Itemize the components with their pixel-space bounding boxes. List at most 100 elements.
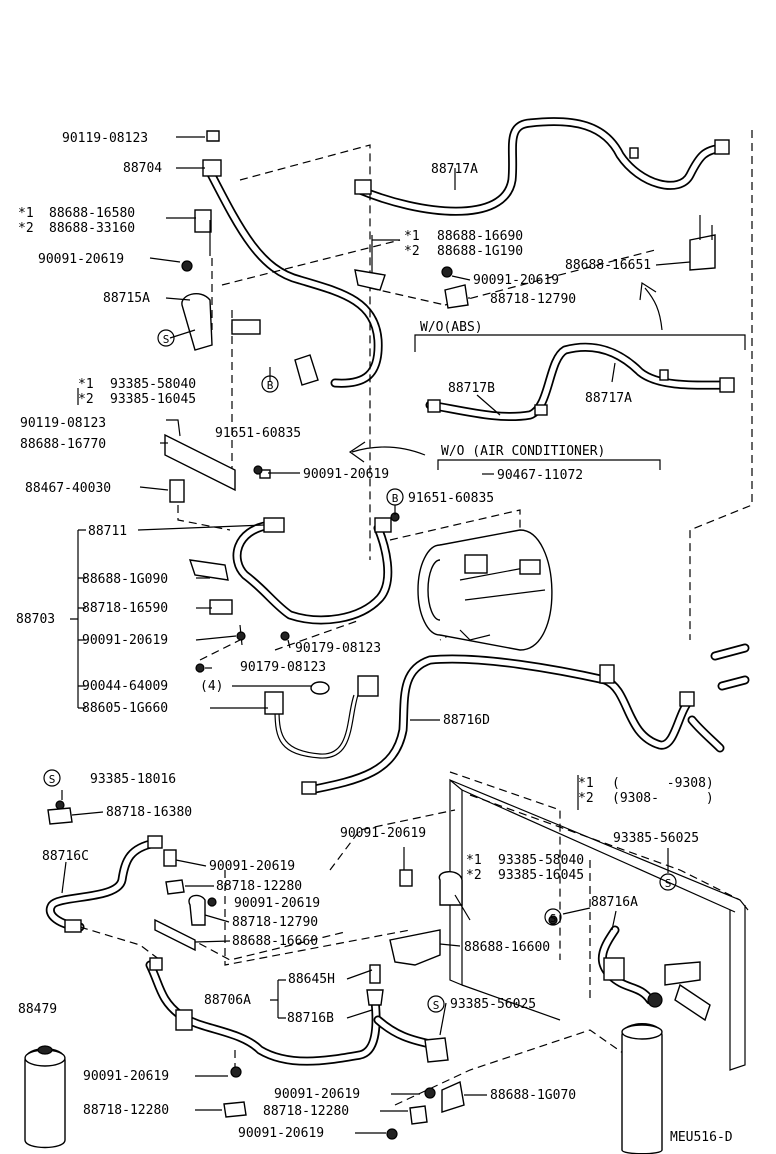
label-90044-qty: (4) [200, 679, 223, 694]
hose-88711 [232, 520, 393, 625]
label-93385-56025-a: 93385-56025 [613, 831, 699, 846]
label-88688-16600: 88688-16600 [464, 940, 550, 955]
label-88716c: 88716C [42, 849, 89, 864]
label-88688-16580: 88688-16580 [49, 206, 135, 221]
label-star1-b: *1 [78, 377, 94, 392]
abs-frame [414, 334, 746, 352]
label-88717a-top: 88717A [431, 162, 478, 177]
mark-s-5: S [433, 999, 440, 1012]
label-88716d: 88716D [443, 713, 490, 728]
arrows [348, 281, 663, 463]
label-star1-d: *1 [466, 853, 482, 868]
label-88467-40030: 88467-40030 [25, 481, 111, 496]
label-90091-f: 90091-20619 [234, 896, 320, 911]
bracket-88703 [70, 529, 86, 709]
label-wo-abs: W/O(ABS) [420, 320, 483, 335]
label-88711: 88711 [88, 524, 127, 539]
diagram-code: MEU516-D [670, 1130, 733, 1145]
label-88718-12790-a: 88718-12790 [490, 292, 576, 307]
mark-b-2: B [392, 492, 399, 505]
label-90179-a: 90179-08123 [240, 660, 326, 675]
label-90119-top: 90119-08123 [62, 131, 148, 146]
compressor [417, 529, 553, 651]
label-93385-16045-b: 93385-16045 [498, 868, 584, 883]
leader-lines [61, 136, 691, 1134]
label-legend-star1: *1 [578, 776, 594, 791]
label-90091-c: 90091-20619 [473, 273, 559, 288]
label-88718-16380: 88718-16380 [106, 805, 192, 820]
label-88704: 88704 [123, 161, 162, 176]
label-90091-a: 90091-20619 [38, 252, 124, 267]
label-star1-c: *1 [404, 229, 420, 244]
label-legend-row2: (9308- ) [612, 791, 714, 806]
label-90091-e: 90091-20619 [209, 859, 295, 874]
label-star1-a: *1 [18, 206, 34, 221]
pipes [45, 117, 750, 1066]
label-93385-58040: 93385-58040 [110, 377, 196, 392]
label-93385-58040-b: 93385-58040 [498, 853, 584, 868]
label-90179-b: 90179-08123 [295, 641, 381, 656]
label-88688-1g190: 88688-1G190 [437, 244, 523, 259]
label-88718-12280-b: 88718-12280 [83, 1103, 169, 1118]
label-88688-1g090: 88688-1G090 [82, 572, 168, 587]
mark-s-3: S [665, 877, 672, 890]
label-88688-33160: 88688-33160 [49, 221, 135, 236]
frames [70, 334, 746, 1019]
label-88715a: 88715A [103, 291, 150, 306]
label-legend-star2: *2 [578, 791, 594, 806]
fittings [47, 130, 735, 1140]
label-88688-16770: 88688-16770 [20, 437, 106, 452]
label-90091-d: 90091-20619 [303, 467, 389, 482]
wire-88605 [274, 694, 359, 759]
label-90091-b: 90091-20619 [82, 633, 168, 648]
label-90119-mid: 90119-08123 [20, 416, 106, 431]
label-88605-1g660: 88605-1G660 [82, 701, 168, 716]
label-wo-ac: W/O (AIR CONDITIONER) [441, 444, 605, 459]
label-88716b: 88716B [287, 1011, 334, 1026]
mark-s-2: S [49, 773, 56, 786]
label-star2-d: *2 [466, 868, 482, 883]
label-90091-g: 90091-20619 [340, 826, 426, 841]
label-90044-64009: 90044-64009 [82, 679, 168, 694]
label-88645h: 88645H [288, 972, 335, 987]
label-93385-16045: 93385-16045 [110, 392, 196, 407]
label-88717b: 88717B [448, 381, 495, 396]
arrow-curved-left [351, 446, 426, 456]
mark-s-1: S [163, 333, 170, 346]
pipe-88717a-top [355, 117, 727, 216]
label-88718-12280-c: 88718-12280 [263, 1104, 349, 1119]
ac-frame [437, 459, 661, 470]
circle-marks: S B B S S S S [43, 329, 677, 1013]
receiver-tank [24, 1023, 663, 1154]
label-88718-16590: 88718-16590 [82, 601, 168, 616]
label-90091-j: 90091-20619 [238, 1126, 324, 1141]
label-star2-a: *2 [18, 221, 34, 236]
label-88688-16651: 88688-16651 [565, 258, 651, 273]
label-88688-16690: 88688-16690 [437, 229, 523, 244]
label-star2-c: *2 [404, 244, 420, 259]
label-91651-b: 91651-60835 [408, 491, 494, 506]
label-88479: 88479 [18, 1002, 57, 1017]
label-88716a: 88716A [591, 895, 638, 910]
label-star2-b: *2 [78, 392, 94, 407]
mark-s-4: S [550, 912, 557, 925]
condenser [449, 778, 749, 1071]
label-90091-h: 90091-20619 [83, 1069, 169, 1084]
label-88688-1g070: 88688-1G070 [490, 1088, 576, 1103]
label-93385-18016: 93385-18016 [90, 772, 176, 787]
label-88718-12790-b: 88718-12790 [232, 915, 318, 930]
label-90467-11072: 90467-11072 [497, 468, 583, 483]
label-88718-12280-a: 88718-12280 [216, 879, 302, 894]
label-90091-i: 90091-20619 [274, 1087, 360, 1102]
label-88717a-mid: 88717A [585, 391, 632, 406]
label-88706a: 88706A [204, 993, 251, 1008]
label-88703: 88703 [16, 612, 55, 627]
label-legend-row1: ( -9308) [612, 776, 714, 791]
mark-b-1: B [267, 379, 274, 392]
arrow-curved-up [644, 287, 663, 331]
label-93385-56025-b: 93385-56025 [450, 997, 536, 1012]
label-88688-16660: 88688-16660 [232, 934, 318, 949]
labels: 90119-08123 88704 *1 88688-16580 *2 8868… [16, 131, 733, 1145]
bracket-88706a [270, 979, 286, 1019]
